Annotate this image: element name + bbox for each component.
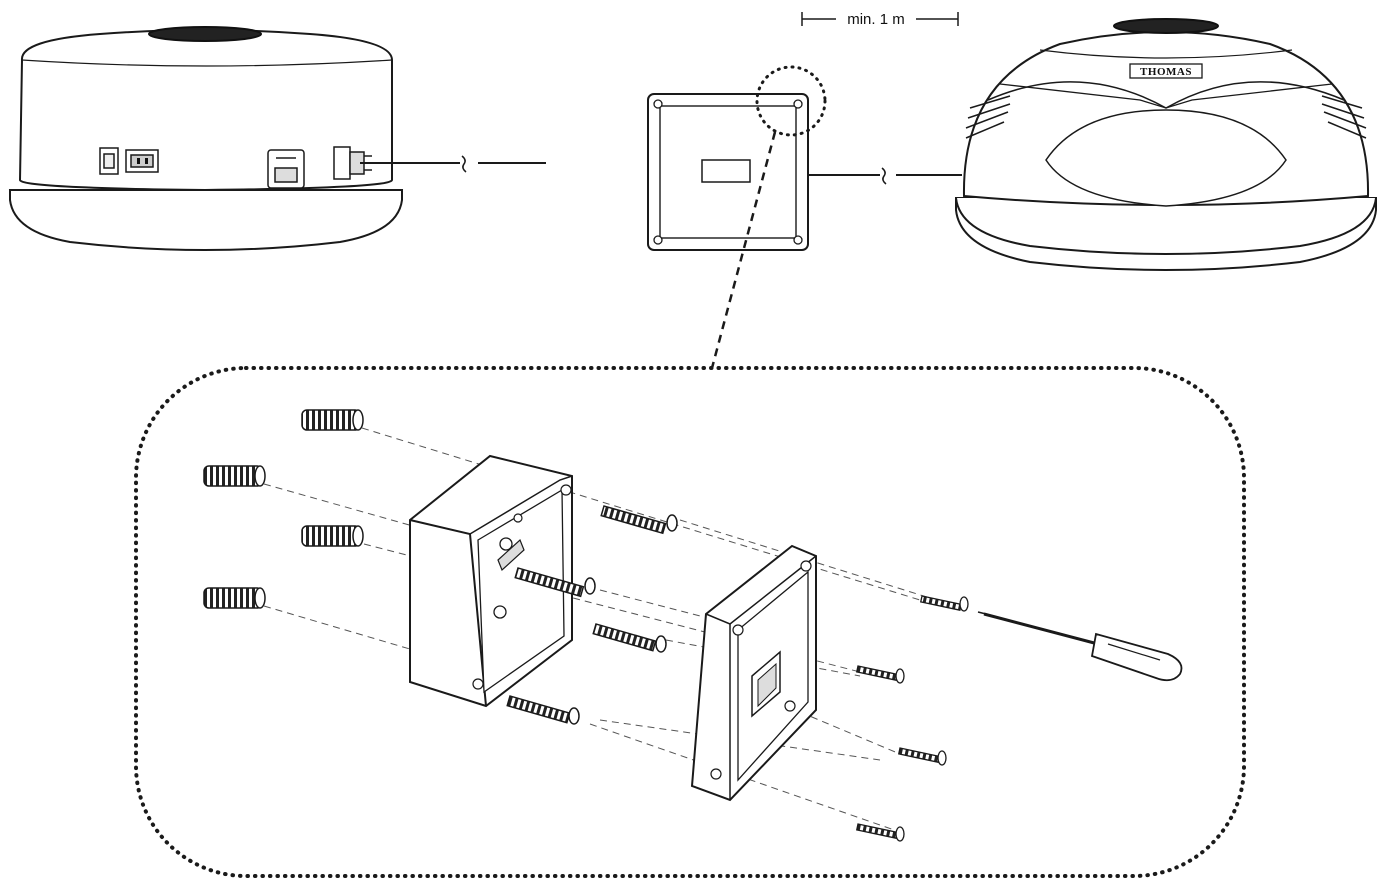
side-vents-right xyxy=(1321,95,1367,139)
brand-logo: THOMAS xyxy=(1140,66,1192,78)
brand-logo-plate xyxy=(1129,63,1203,79)
small-screw-icon xyxy=(855,823,905,842)
wall-plugs xyxy=(203,409,364,609)
screw-icon xyxy=(506,695,580,725)
long-screws xyxy=(506,505,678,725)
enclosure-back-box xyxy=(409,454,573,708)
right-unit xyxy=(955,18,1377,271)
distance-label: min. 1 m xyxy=(847,11,905,28)
distance-dimension xyxy=(801,12,959,26)
wall-plug-icon xyxy=(301,409,364,431)
screw-icon xyxy=(592,623,667,653)
small-screws xyxy=(855,595,969,842)
left-unit xyxy=(8,26,404,251)
wall-plug-icon xyxy=(203,465,266,487)
wall-control-box xyxy=(647,93,809,251)
small-screw-icon xyxy=(897,747,947,766)
screw-icon xyxy=(600,505,678,535)
screw-icon xyxy=(514,567,596,598)
power-switch-icon xyxy=(99,147,119,175)
left-cable xyxy=(360,155,546,173)
enclosure-front-cover xyxy=(690,544,817,802)
control-panel-icon xyxy=(267,149,305,189)
side-vents-left xyxy=(965,95,1011,139)
detail-frame xyxy=(134,366,1246,878)
wall-plug-icon xyxy=(203,587,266,609)
screwdriver-icon xyxy=(977,611,1183,682)
wall-plug-icon xyxy=(301,525,364,547)
small-screw-icon xyxy=(855,665,905,684)
left-unit-top-vent xyxy=(148,26,262,42)
detail-leader-line xyxy=(710,131,777,369)
right-unit-top-vent xyxy=(1113,18,1219,34)
display-window xyxy=(701,159,751,183)
detail-magnifier xyxy=(755,65,827,137)
small-screw-icon xyxy=(919,595,969,612)
right-cable xyxy=(808,167,962,185)
power-socket-icon xyxy=(125,149,159,173)
